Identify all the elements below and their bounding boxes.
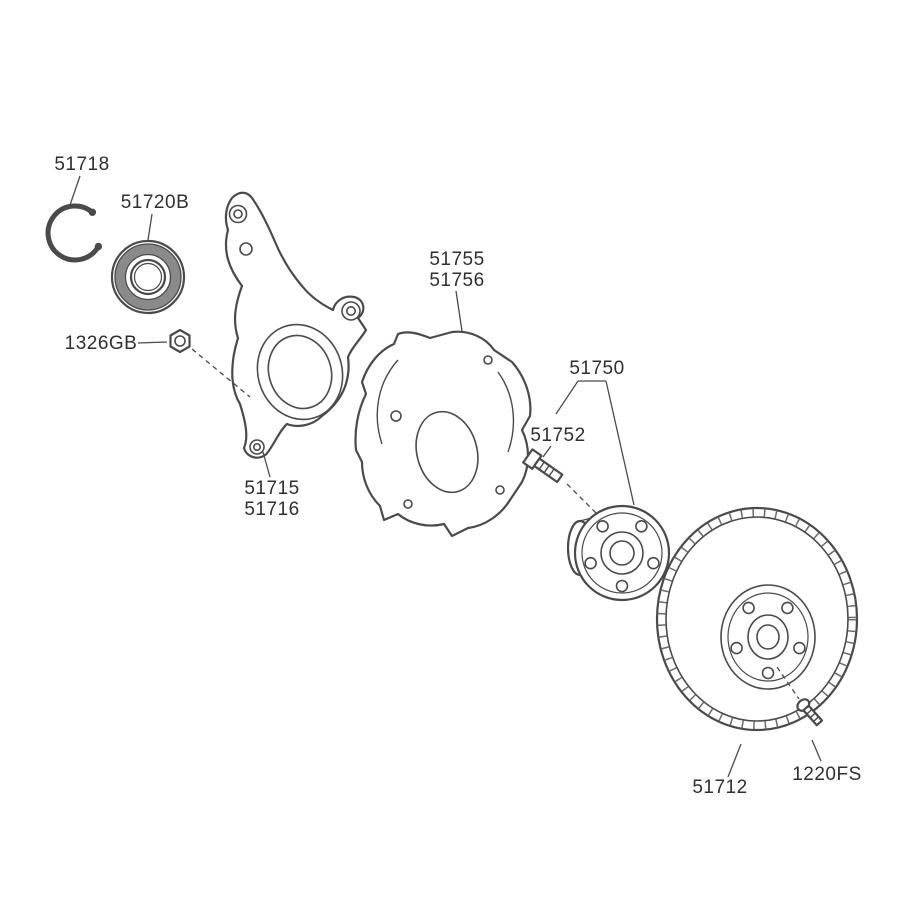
label-hub: 51750 <box>569 358 624 379</box>
label-nut: 1326GB <box>65 333 138 354</box>
label-shield-2: 51756 <box>429 270 484 291</box>
label-knuckle-1: 51715 <box>244 478 299 499</box>
label-snap-ring: 51718 <box>54 154 109 175</box>
label-shield-1: 51755 <box>429 249 484 270</box>
disc-screw-drawing <box>796 698 824 727</box>
label-hub-bolt: 51752 <box>530 425 585 446</box>
snap-ring-drawing <box>45 203 103 263</box>
wheel-bearing-drawing <box>110 239 186 315</box>
brake-disc-drawing <box>655 506 859 732</box>
leader-lines <box>69 175 822 778</box>
flange-nut-drawing <box>169 328 191 354</box>
dust-shield-drawing <box>354 330 532 538</box>
label-knuckle-2: 51716 <box>244 499 299 520</box>
hub-bolt-drawing <box>522 448 564 484</box>
label-bearing: 51720B <box>121 192 190 213</box>
steering-knuckle-drawing <box>224 191 368 459</box>
label-disc-screw: 1220FS <box>792 764 862 785</box>
label-disc: 51712 <box>692 777 747 798</box>
hub-drawing <box>566 504 671 602</box>
assembly-dashed-lines <box>191 348 800 700</box>
